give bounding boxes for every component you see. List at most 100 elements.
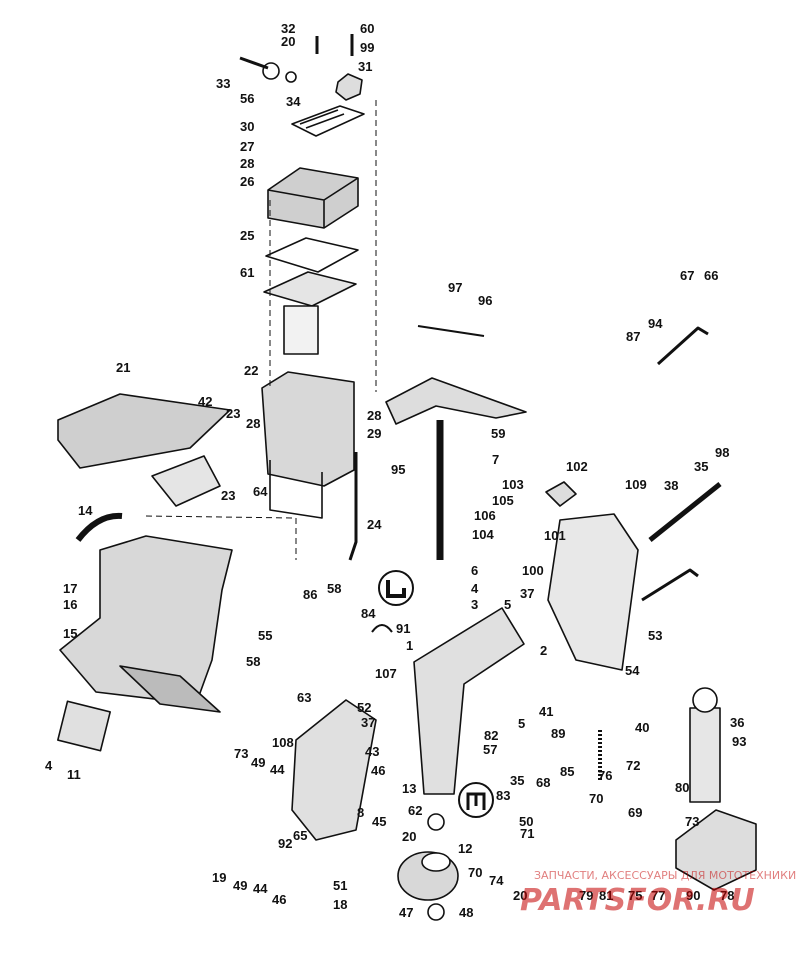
callout-87: 87	[626, 329, 640, 344]
callout-79: 79	[579, 888, 593, 903]
callout-46: 46	[272, 892, 286, 907]
callout-58: 58	[327, 581, 341, 596]
callout-57: 57	[483, 742, 497, 757]
callout-85: 85	[560, 764, 574, 779]
callout-49: 49	[251, 755, 265, 770]
callout-51: 51	[333, 878, 347, 893]
callout-74: 74	[489, 873, 504, 888]
callout-31: 31	[358, 59, 372, 74]
callout-106: 106	[474, 508, 496, 523]
callout-59: 59	[491, 426, 505, 441]
parts-drawing	[57, 34, 757, 921]
callout-103: 103	[502, 477, 524, 492]
callout-45: 45	[372, 814, 386, 829]
callout-13: 13	[402, 781, 416, 796]
callout-32: 32	[281, 21, 295, 36]
callout-91: 91	[396, 621, 410, 636]
callout-67: 67	[680, 268, 694, 283]
callout-71: 71	[520, 826, 534, 841]
callout-30: 30	[240, 119, 254, 134]
callout-109: 109	[625, 477, 647, 492]
callout-12: 12	[458, 841, 472, 856]
callout-47: 47	[399, 905, 413, 920]
callout-92: 92	[278, 836, 292, 851]
callout-43: 43	[365, 744, 379, 759]
watermark: ЗАПЧАСТИ, АКСЕССУАРЫ ДЛЯ МОТОТЕХНИКИ PAR…	[520, 869, 796, 918]
callout-33: 33	[216, 76, 230, 91]
callout-42: 42	[198, 394, 212, 409]
callout-96: 96	[478, 293, 492, 308]
callout-26: 26	[240, 174, 254, 189]
callout-61: 61	[240, 265, 254, 280]
callout-44: 44	[253, 881, 268, 896]
callout-81: 81	[599, 888, 613, 903]
callout-108: 108	[272, 735, 294, 750]
callout-18: 18	[333, 897, 347, 912]
callout-72: 72	[626, 758, 640, 773]
callout-102: 102	[566, 459, 588, 474]
callout-56: 56	[240, 91, 254, 106]
callout-24: 24	[367, 517, 382, 532]
callout-4: 4	[471, 581, 479, 596]
callout-8: 8	[357, 805, 364, 820]
callout-99: 99	[360, 40, 374, 55]
callout-62: 62	[408, 803, 422, 818]
callout-46: 46	[371, 763, 385, 778]
callout-97: 97	[448, 280, 462, 295]
callout-5: 5	[518, 716, 525, 731]
callout-80: 80	[675, 780, 689, 795]
lock-symbol	[378, 570, 414, 606]
callout-17: 17	[63, 581, 77, 596]
callout-14: 14	[78, 503, 93, 518]
callout-20: 20	[513, 888, 527, 903]
callout-15: 15	[63, 626, 77, 641]
callout-20: 20	[402, 829, 416, 844]
callout-94: 94	[648, 316, 663, 331]
watermark-tagline: ЗАПЧАСТИ, АКСЕССУАРЫ ДЛЯ МОТОТЕХНИКИ	[534, 869, 796, 882]
callout-38: 38	[664, 478, 678, 493]
callout-78: 78	[720, 888, 734, 903]
callout-73: 73	[685, 814, 699, 829]
lubrication-symbol	[458, 782, 494, 818]
callout-34: 34	[286, 94, 301, 109]
callout-101: 101	[544, 528, 566, 543]
callout-55: 55	[258, 628, 272, 643]
callout-107: 107	[375, 666, 397, 681]
callout-76: 76	[598, 768, 612, 783]
callout-73: 73	[234, 746, 248, 761]
callout-1: 1	[406, 638, 413, 653]
callout-10: 10	[0, 0, 14, 3]
callout-86: 86	[303, 587, 317, 602]
callout-70: 70	[468, 865, 482, 880]
callout-28: 28	[240, 156, 254, 171]
callout-27: 27	[240, 139, 254, 154]
callout-89: 89	[551, 726, 565, 741]
callout-70: 70	[589, 791, 603, 806]
callout-98: 98	[715, 445, 729, 460]
callout-37: 37	[361, 715, 375, 730]
callout-75: 75	[628, 888, 642, 903]
callout-68: 68	[536, 775, 550, 790]
callout-60: 60	[360, 21, 374, 36]
callout-40: 40	[635, 720, 649, 735]
callout-4: 4	[45, 758, 53, 773]
callout-37: 37	[520, 586, 534, 601]
callout-104: 104	[472, 527, 494, 542]
callout-16: 16	[63, 597, 77, 612]
callout-19: 19	[212, 870, 226, 885]
callout-49: 49	[233, 878, 247, 893]
callout-69: 69	[628, 805, 642, 820]
callout-35: 35	[694, 459, 708, 474]
callout-28: 28	[246, 416, 260, 431]
callout-2: 2	[540, 643, 547, 658]
callout-29: 29	[367, 426, 381, 441]
callout-95: 95	[391, 462, 405, 477]
callout-100: 100	[522, 563, 544, 578]
callout-58: 58	[246, 654, 260, 669]
watermark-brand: PARTSFOR.RU	[520, 883, 755, 918]
callout-5: 5	[504, 597, 511, 612]
callout-11: 11	[67, 767, 81, 782]
callout-36: 36	[730, 715, 744, 730]
callout-82: 82	[484, 728, 498, 743]
